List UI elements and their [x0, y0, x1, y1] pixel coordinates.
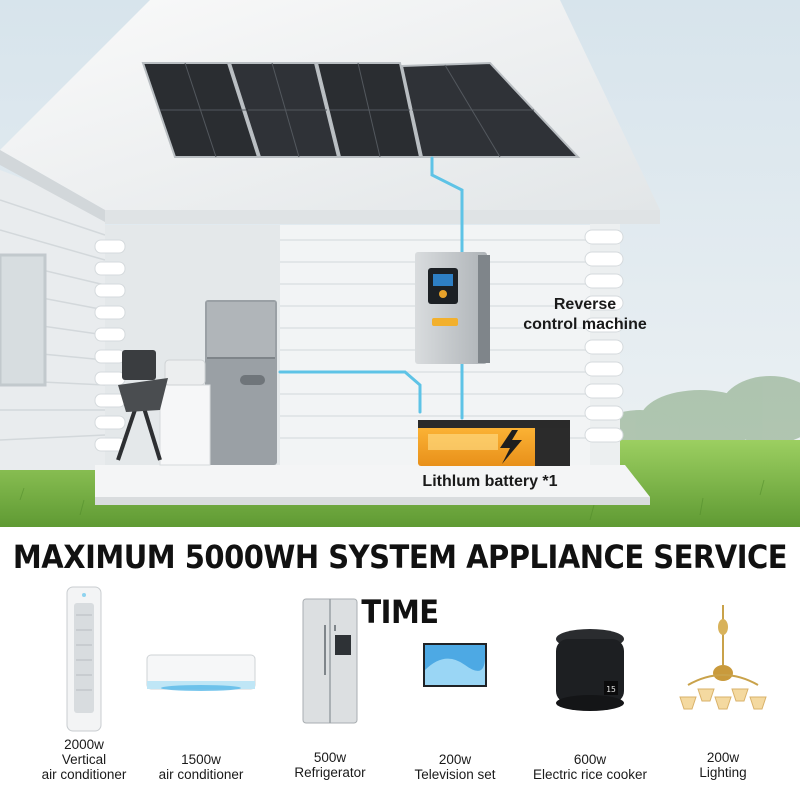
appliance-name: Refrigerator — [294, 765, 366, 780]
appliance-power: 2000w — [64, 737, 104, 752]
appliance-vertical-ac: 2000w Vertical air conditioner — [20, 585, 148, 800]
rice-cooker-display: 15 — [606, 685, 616, 694]
appliance-power: 1500w — [181, 752, 221, 767]
appliance-name: Television set — [414, 767, 496, 782]
battery-callout: Lithlum battery *1 — [422, 473, 558, 490]
house-illustration — [0, 0, 800, 527]
tv-icon — [423, 643, 487, 687]
appliance-lighting: 200w Lighting — [660, 585, 786, 800]
appliance-name: Lighting — [699, 765, 747, 780]
room-refrigerator — [205, 300, 277, 465]
chandelier-icon — [679, 605, 767, 710]
headline: MAXIMUM 5000WH SYSTEM APPLIANCE SERVICE … — [12, 538, 788, 631]
appliance-wall-ac: 1500w air conditioner — [140, 585, 262, 800]
appliance-name: Vertical — [61, 752, 107, 767]
appliance-refrigerator: 500w Refrigerator — [270, 585, 390, 800]
appliance-list: 2000w Vertical air conditioner 1500w air… — [0, 585, 800, 800]
wall-ac-icon — [146, 654, 256, 691]
appliance-name: Electric rice cooker — [532, 767, 648, 782]
appliance-name: air conditioner — [158, 767, 244, 782]
appliance-power: 500w — [313, 750, 347, 765]
refrigerator-icon — [302, 598, 358, 724]
appliance-rice-cooker: 15 600w Electric rice cooker — [520, 585, 660, 800]
solar-house-scene: Reverse control machine Lithlum battery … — [0, 0, 800, 527]
appliance-tv: 200w Television set — [395, 585, 515, 800]
appliance-power: 200w — [706, 750, 740, 765]
inverter-callout-line2: control machine — [523, 316, 647, 333]
appliance-name: air conditioner — [41, 767, 127, 782]
solar-panels — [141, 61, 581, 158]
battery — [418, 420, 570, 466]
appliance-power: 200w — [438, 752, 472, 767]
tower-ac-icon — [66, 586, 102, 732]
inverter — [415, 252, 490, 364]
inverter-callout: Reverse control machine — [500, 295, 670, 335]
inverter-callout-line1: Reverse — [553, 296, 617, 313]
rice-cooker-icon: 15 — [556, 629, 624, 711]
appliance-power: 600w — [573, 752, 607, 767]
